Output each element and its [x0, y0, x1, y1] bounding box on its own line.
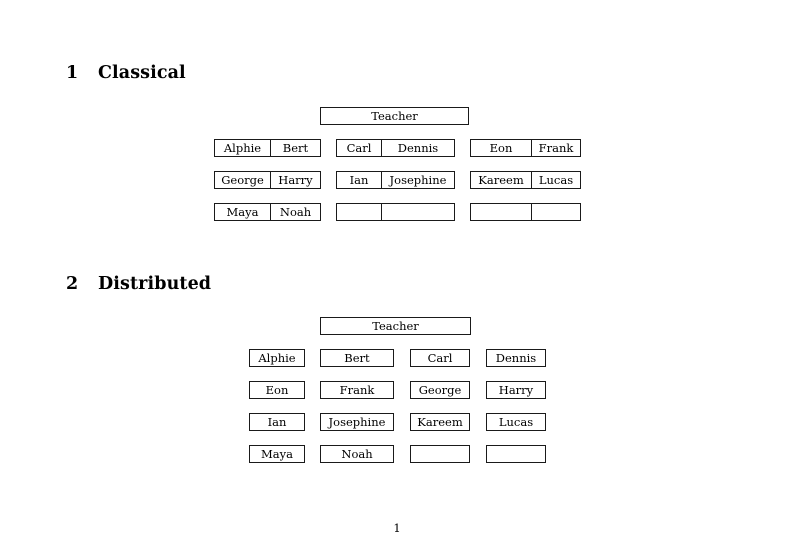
student-group-row-empty [470, 203, 581, 221]
student-box-empty [410, 445, 470, 463]
student-box: Maya [249, 445, 305, 463]
student-cell: Ian [349, 173, 369, 187]
student-group-row-empty [336, 203, 455, 221]
student-cell: Dennis [381, 140, 454, 156]
student-box: Kareem [410, 413, 470, 431]
teacher-box-distributed: Teacher [320, 317, 471, 335]
student-box: Dennis [486, 349, 546, 367]
student-box: Lucas [486, 413, 546, 431]
teacher-box-classical: Teacher [320, 107, 469, 125]
student-cell: Bert [270, 140, 320, 156]
section-number: 1 [66, 63, 79, 83]
student-box: Harry [486, 381, 546, 399]
student-box-empty [486, 445, 546, 463]
student-cell: Josephine [381, 172, 454, 188]
student-box: Eon [249, 381, 305, 399]
section-heading-classical: 1 Classical [66, 63, 186, 83]
student-box: Alphie [249, 349, 305, 367]
student-cell: Carl [346, 141, 372, 155]
student-group-row: Eon Frank [470, 139, 581, 157]
student-cell: Alphie [223, 141, 262, 155]
student-cell-empty [381, 204, 454, 220]
student-cell: Frank [531, 140, 580, 156]
student-box: Bert [320, 349, 394, 367]
student-cell-empty [531, 204, 580, 220]
student-cell: Maya [226, 205, 259, 219]
student-box: Noah [320, 445, 394, 463]
section-heading-distributed: 2 Distributed [66, 274, 212, 294]
student-cell-empty [337, 204, 381, 220]
student-box: Frank [320, 381, 394, 399]
page-number: 1 [393, 521, 401, 535]
student-box: George [410, 381, 470, 399]
section-title: Distributed [98, 274, 212, 294]
student-box: Carl [410, 349, 470, 367]
student-group-row: George Harry [214, 171, 321, 189]
student-cell: Kareem [478, 173, 524, 187]
student-cell: Lucas [531, 172, 580, 188]
student-group-row: Carl Dennis [336, 139, 455, 157]
student-group-row: Kareem Lucas [470, 171, 581, 189]
student-box: Ian [249, 413, 305, 431]
student-cell: George [221, 173, 264, 187]
student-group-row: Ian Josephine [336, 171, 455, 189]
student-box: Josephine [320, 413, 394, 431]
section-number: 2 [66, 274, 79, 294]
student-cell: Harry [270, 172, 320, 188]
student-cell-empty [471, 204, 531, 220]
section-title: Classical [98, 63, 186, 83]
student-cell: Eon [489, 141, 513, 155]
student-group-row: Maya Noah [214, 203, 321, 221]
student-cell: Noah [270, 204, 320, 220]
student-group-row: Alphie Bert [214, 139, 321, 157]
